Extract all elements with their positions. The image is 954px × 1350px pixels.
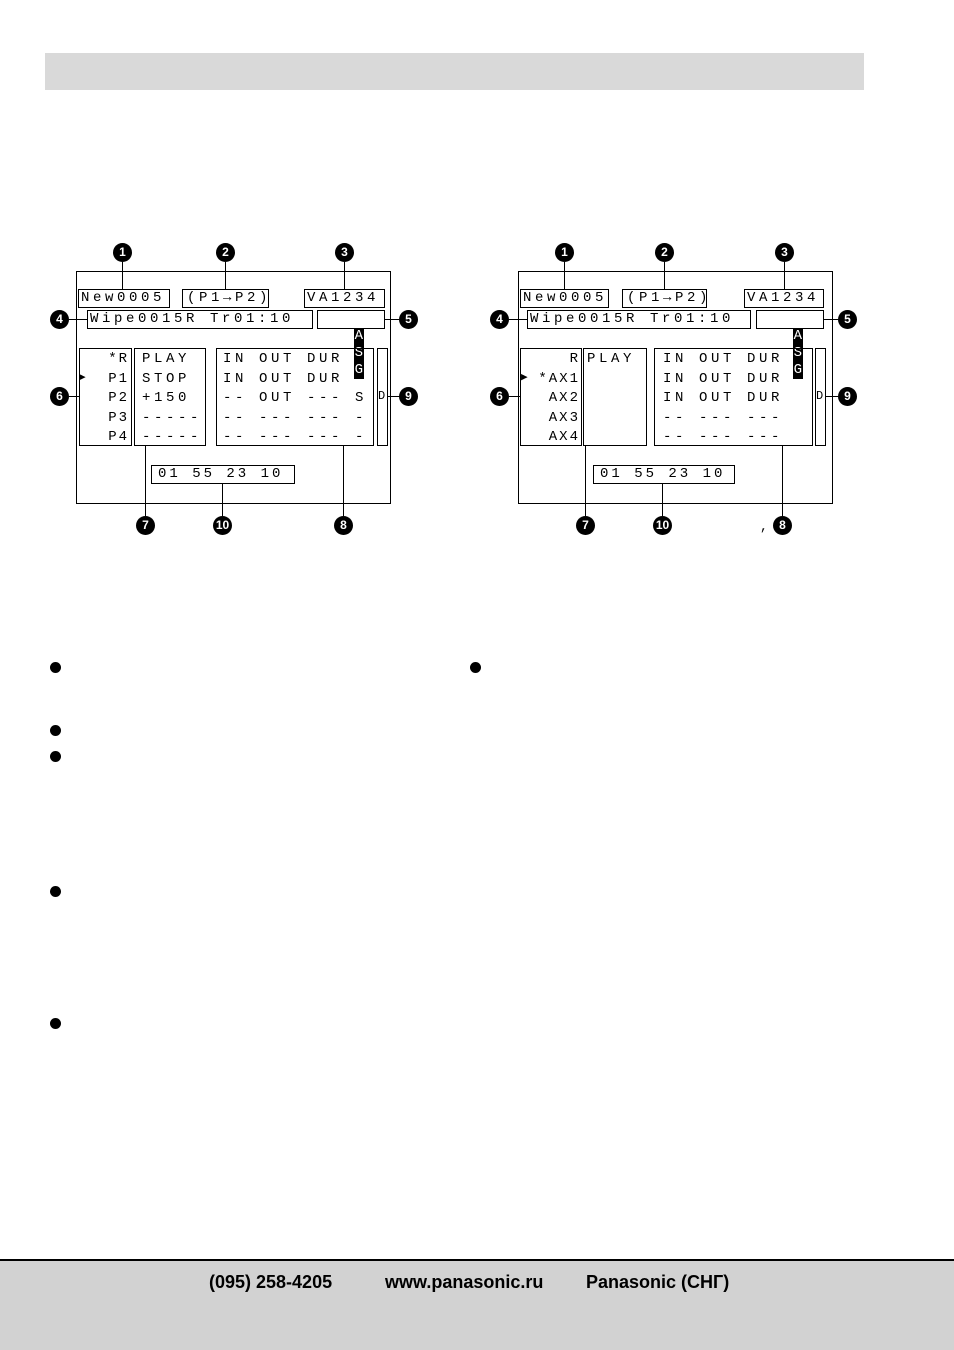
bullet-marker <box>50 725 61 736</box>
stray-mark: , <box>760 519 772 534</box>
source-ax1: *AX1 <box>538 370 580 387</box>
bullet-marker <box>50 886 61 897</box>
points-row: IN OUT DUR <box>663 370 784 387</box>
callout-9: 9 <box>838 387 857 406</box>
callout-3: 3 <box>775 243 794 262</box>
source-r: *R <box>108 351 129 367</box>
mode-items: PLAY <box>587 350 635 370</box>
edit-points-rows: IN OUT DUR IN OUT DUR - -- OUT --- S -- … <box>223 350 367 448</box>
cursor-arrow: ▶ <box>79 372 90 384</box>
header-bar <box>45 53 864 90</box>
callout-9: 9 <box>399 387 418 406</box>
indicator-g: G <box>792 362 804 379</box>
source-ax4: AX4 <box>548 429 580 445</box>
edit-points-rows: IN OUT DUR IN OUT DUR IN OUT DUR -- --- … <box>663 350 783 448</box>
source-r: R <box>569 351 580 367</box>
lcd-diagram-right: 1 2 3 New0005 (P1→P2) VA1234 4 Wipe0015R… <box>487 240 887 540</box>
source-list <box>520 348 582 446</box>
transition-field: Wipe0015R Tr01:10 <box>527 310 751 329</box>
callout-8: 8 <box>334 516 353 535</box>
status-indicators: A S G <box>756 310 824 379</box>
screen-outline <box>518 271 833 504</box>
callout-3: 3 <box>335 243 354 262</box>
source-p4: P4 <box>108 429 129 445</box>
callout-6: 6 <box>490 387 509 406</box>
indicator-s: S <box>353 345 365 362</box>
callout-5: 5 <box>399 310 418 329</box>
points-row: -- --- --- - <box>223 429 368 445</box>
timecode-field: 01 55 23 10 <box>593 465 735 484</box>
file-name-field: New0005 <box>520 289 609 308</box>
status-indicators: A S G <box>317 310 385 379</box>
bullet-marker <box>470 662 481 673</box>
points-row: -- --- --- - <box>223 409 368 426</box>
callout-4: 4 <box>50 310 69 329</box>
vtr-id-field: VA1234 <box>744 289 824 308</box>
transition-field: Wipe0015R Tr01:10 <box>87 310 313 329</box>
route-field: (P1→P2) <box>622 289 707 308</box>
vtr-id-field: VA1234 <box>304 289 385 308</box>
source-ax3: AX3 <box>548 409 580 426</box>
mode-items: PLAY STOP +150 ----- ----- <box>142 350 202 448</box>
mode-empty-2: ----- <box>142 429 203 445</box>
footer-company: Panasonic (СНГ) <box>586 1272 730 1292</box>
bullet-marker <box>50 662 61 673</box>
source-p2: P2 <box>108 390 129 406</box>
bullet-marker <box>50 751 61 762</box>
callout-4: 4 <box>490 310 509 329</box>
indicator-g: G <box>353 362 365 379</box>
points-header: IN OUT DUR <box>223 351 344 367</box>
mode-list <box>583 348 647 446</box>
lcd-diagram-left: 1 2 3 New0005 (P1→P2) VA1234 4 Wipe0015R… <box>45 240 445 540</box>
footer-bar <box>0 1259 954 1350</box>
source-p1: P1 <box>108 370 129 387</box>
footer-website[interactable]: www.panasonic.ru <box>385 1272 544 1292</box>
points-row: -- --- --- <box>663 409 784 426</box>
points-row: IN OUT DUR <box>663 390 784 406</box>
mode-play: PLAY <box>142 351 191 367</box>
callout-8: 8 <box>773 516 792 535</box>
points-header: IN OUT DUR <box>663 351 784 367</box>
source-items: *R P1 P2 P3 P4 <box>91 350 129 448</box>
source-p3: P3 <box>108 409 129 426</box>
callout-2: 2 <box>655 243 674 262</box>
callout-1: 1 <box>555 243 574 262</box>
source-list <box>79 348 132 446</box>
cursor-arrow: ▶ <box>521 372 532 384</box>
side-marker: D <box>816 389 824 403</box>
mode-stop: STOP <box>142 370 191 387</box>
footer-phone: (095) 258-4205 <box>209 1272 333 1292</box>
indicator-a: A <box>792 328 804 345</box>
indicator-s: S <box>792 345 804 362</box>
side-bar <box>815 348 826 446</box>
route-field: (P1→P2) <box>182 289 269 308</box>
points-row: -- --- --- <box>663 429 784 445</box>
callout-5: 5 <box>838 310 857 329</box>
indicator-a: A <box>353 328 365 345</box>
bullet-marker <box>50 1018 61 1029</box>
edit-points-table <box>654 348 813 446</box>
edit-points-table <box>216 348 374 446</box>
screen-outline <box>76 271 391 504</box>
callout-7: 7 <box>136 516 155 535</box>
callout-10: 10 <box>213 516 232 535</box>
side-marker: D <box>378 389 386 403</box>
points-row: IN OUT DUR - <box>223 370 368 387</box>
mode-offset: +150 <box>142 390 191 406</box>
mode-play: PLAY <box>587 351 636 367</box>
source-items: R *AX1 AX2 AX3 AX4 <box>531 350 580 448</box>
points-row: -- OUT --- S <box>223 390 368 406</box>
mode-list <box>134 348 206 446</box>
callout-2: 2 <box>216 243 235 262</box>
file-name-field: New0005 <box>78 289 170 308</box>
source-ax2: AX2 <box>548 390 580 406</box>
callout-10: 10 <box>653 516 672 535</box>
callout-7: 7 <box>576 516 595 535</box>
side-bar <box>377 348 388 446</box>
callout-6: 6 <box>50 387 69 406</box>
timecode-field: 01 55 23 10 <box>151 465 295 484</box>
mode-empty-1: ----- <box>142 409 203 426</box>
callout-1: 1 <box>113 243 132 262</box>
